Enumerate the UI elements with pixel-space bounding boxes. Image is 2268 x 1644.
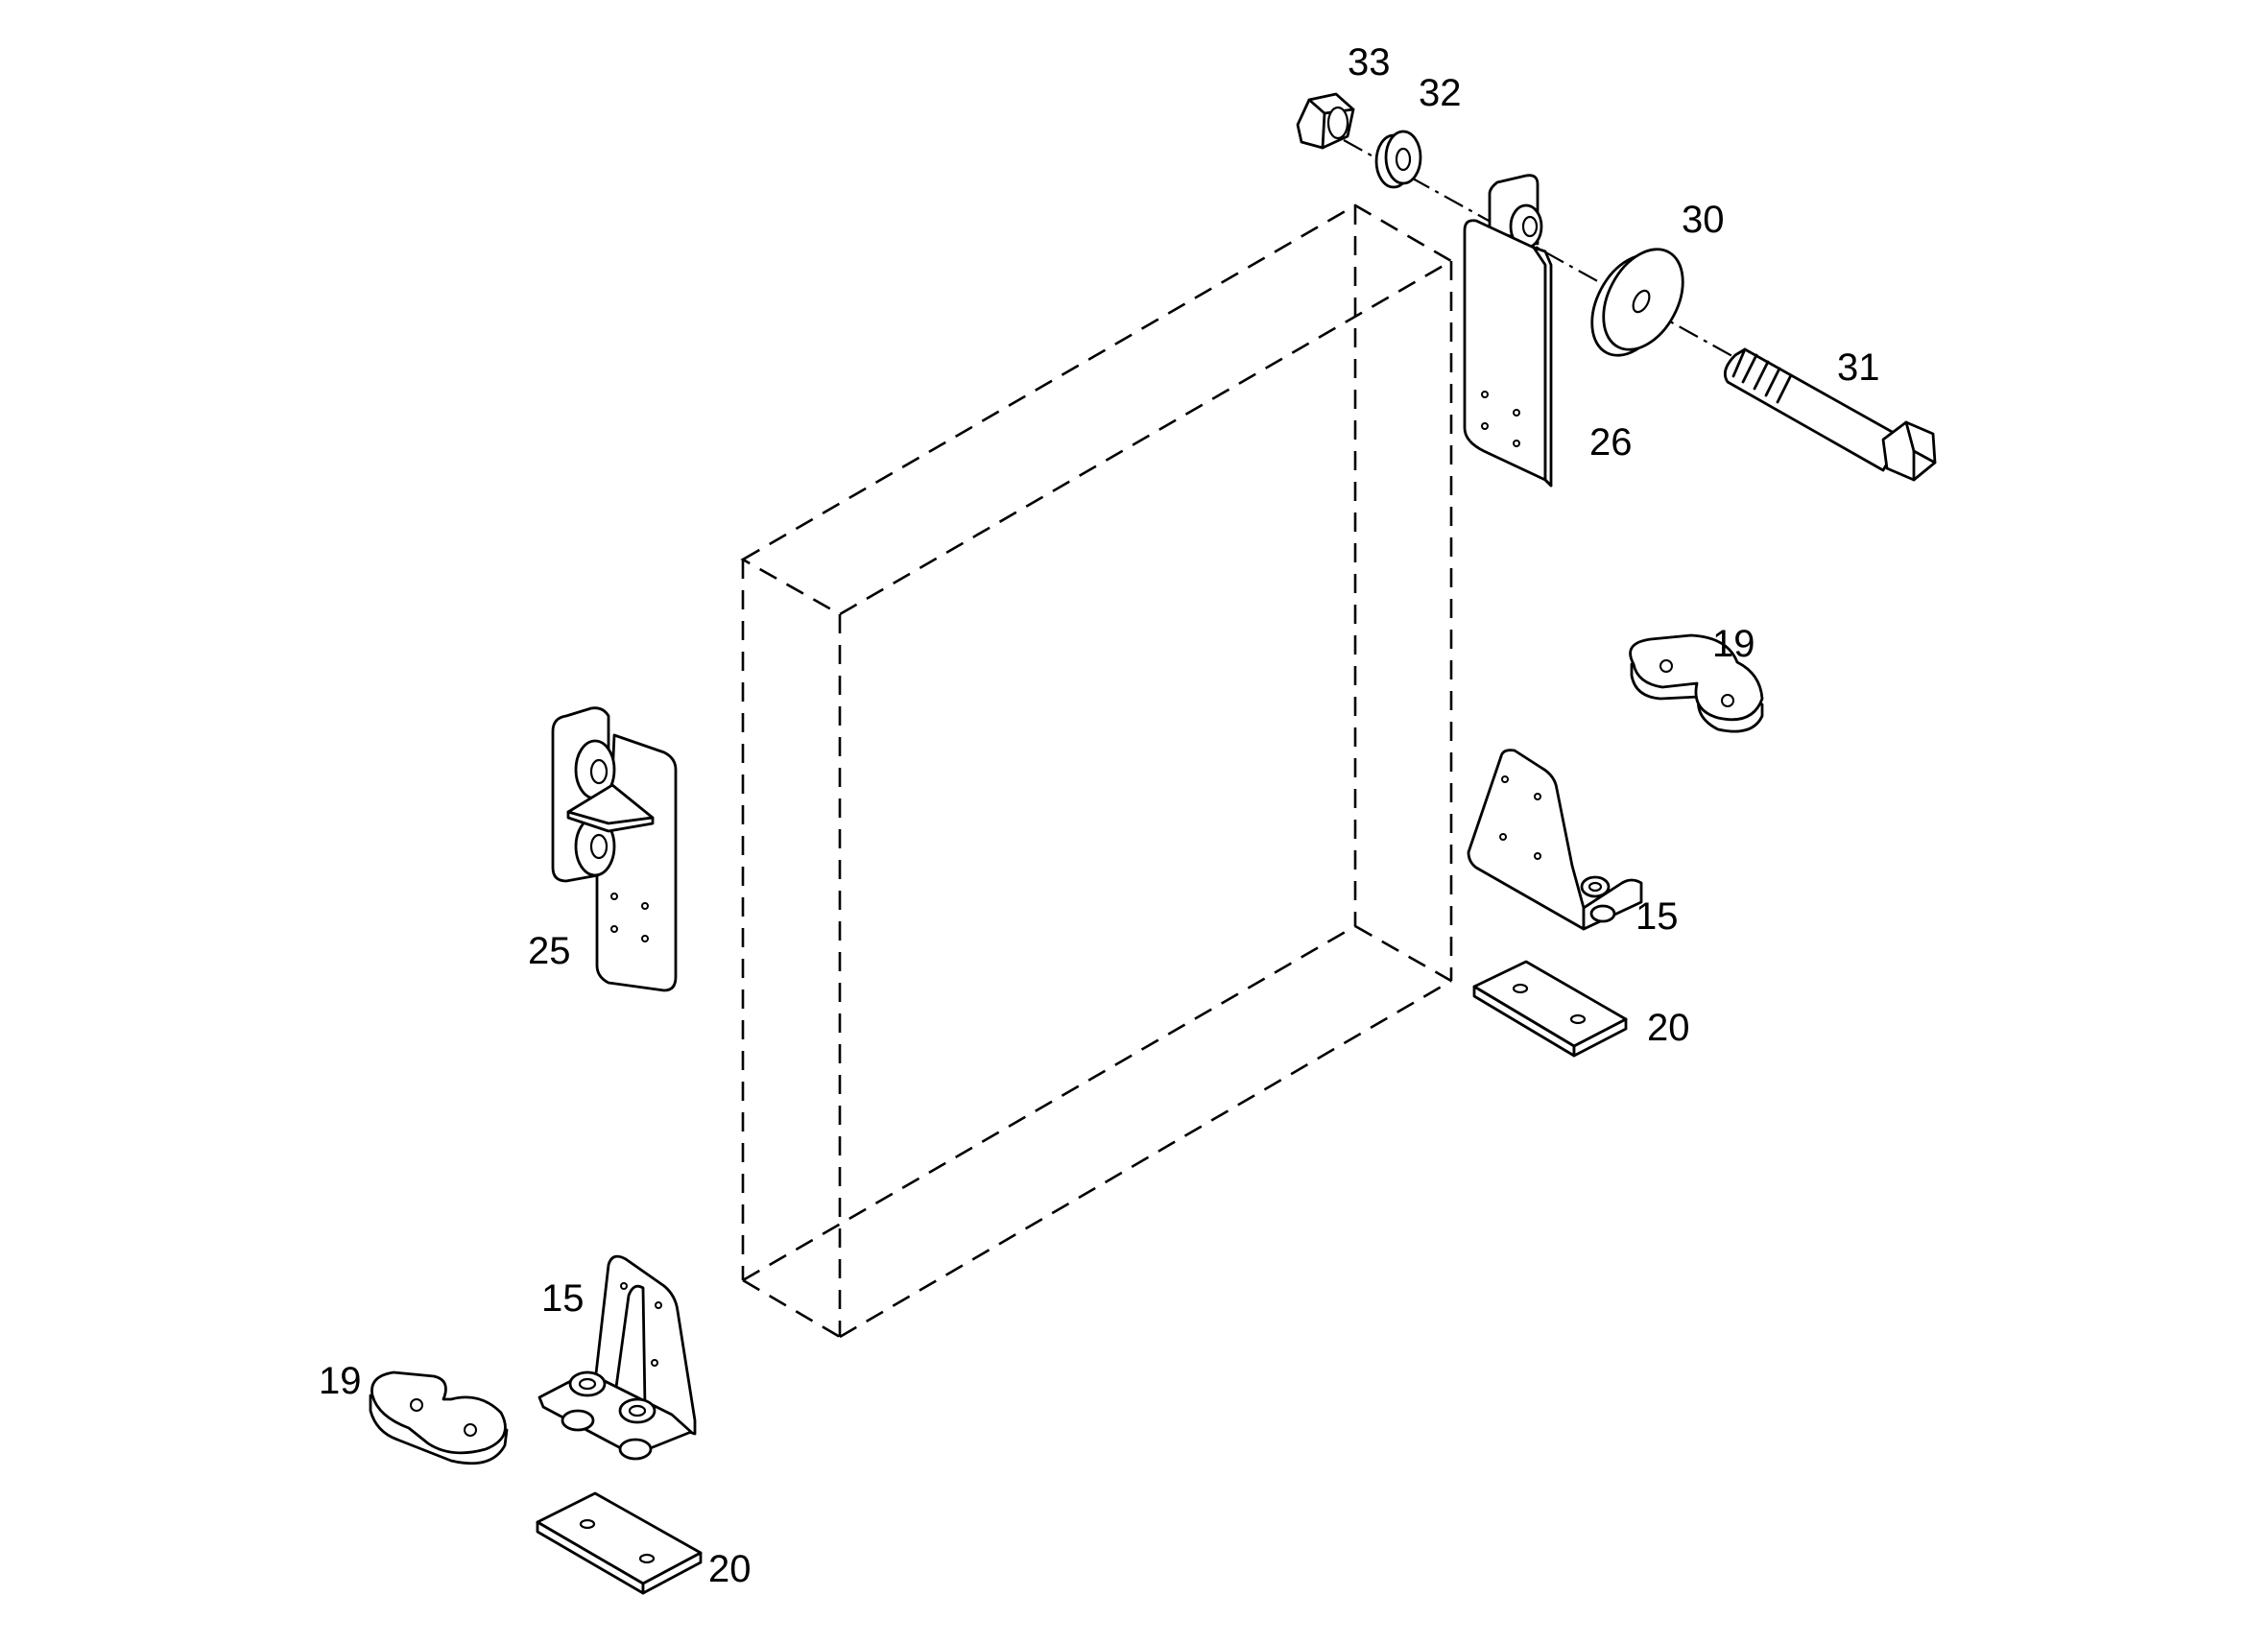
hex-nut-33: [1296, 92, 1355, 150]
upper-pivot-bracket-26: [1463, 174, 1553, 488]
callout-26: 26: [1589, 421, 1633, 464]
callout-20-right: 20: [1647, 1007, 1690, 1049]
callout-30: 30: [1682, 199, 1725, 241]
shim-plate-20-left: [536, 1491, 703, 1595]
callout-15-left: 15: [541, 1277, 585, 1320]
callout-20-left: 20: [708, 1548, 752, 1590]
callout-31: 31: [1837, 346, 1880, 389]
corner-bracket-15-left: [537, 1254, 697, 1461]
callout-25: 25: [528, 930, 571, 972]
lower-pivot-bracket-25: [551, 706, 678, 992]
callout-19-left: 19: [319, 1360, 362, 1402]
hex-bolt-31: [1723, 347, 1937, 482]
large-washer-30: [1590, 248, 1684, 357]
cam-plate-19-left: [369, 1370, 509, 1465]
callout-19-right: 19: [1712, 623, 1755, 665]
cam-plate-19-right: [1629, 633, 1764, 733]
small-washer-32: [1374, 130, 1422, 189]
callout-32: 32: [1419, 72, 1462, 114]
corner-bracket-15-right: [1467, 749, 1643, 931]
callout-labels: 33 32 30 31 26 19 15 20 25 15 19 20: [319, 41, 1880, 1590]
callout-15-right: 15: [1635, 895, 1679, 938]
shim-plate-20-right: [1472, 960, 1628, 1058]
phantom-panel-outline: [740, 203, 1454, 1339]
callout-33: 33: [1348, 41, 1391, 83]
